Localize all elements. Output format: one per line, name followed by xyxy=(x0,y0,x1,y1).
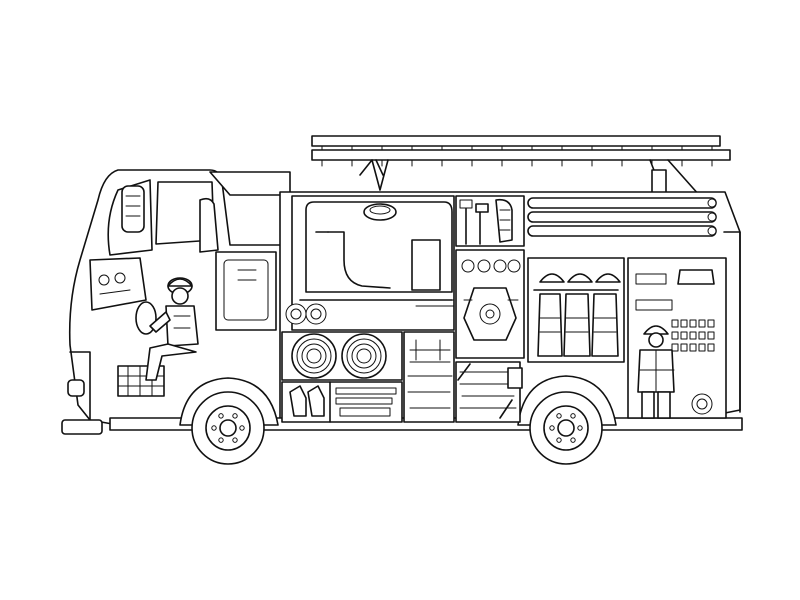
hose-tubes xyxy=(527,197,717,237)
firefighter-icon xyxy=(145,277,199,381)
hose-reel-compartment xyxy=(281,331,403,381)
dashboard xyxy=(89,257,147,311)
fuel-cap xyxy=(507,367,523,389)
tool-rack-icon xyxy=(281,381,403,423)
helmet-icon xyxy=(167,278,193,287)
headlight xyxy=(67,379,85,397)
turnout-coat-icon xyxy=(537,293,619,357)
hose-reel-icon xyxy=(691,393,713,415)
hose-reel-icon xyxy=(291,333,337,379)
firefighter-icon xyxy=(637,325,675,419)
pump-panel xyxy=(403,195,525,423)
glove-icon xyxy=(289,385,325,417)
water-tank-icon xyxy=(285,195,455,331)
ladder-icon xyxy=(311,135,731,197)
hose-reel-icon xyxy=(285,303,327,325)
gear-compartment xyxy=(527,257,625,363)
axe-icon xyxy=(459,199,489,245)
helmet-icon xyxy=(539,273,621,283)
gauge-icon xyxy=(461,259,521,273)
hose-reel-icon xyxy=(341,333,387,379)
driver-seat xyxy=(199,197,219,253)
wheel-icon xyxy=(517,375,617,465)
side-mirror xyxy=(121,185,145,233)
front-bumper xyxy=(61,419,103,435)
wheel-icon xyxy=(179,377,279,465)
